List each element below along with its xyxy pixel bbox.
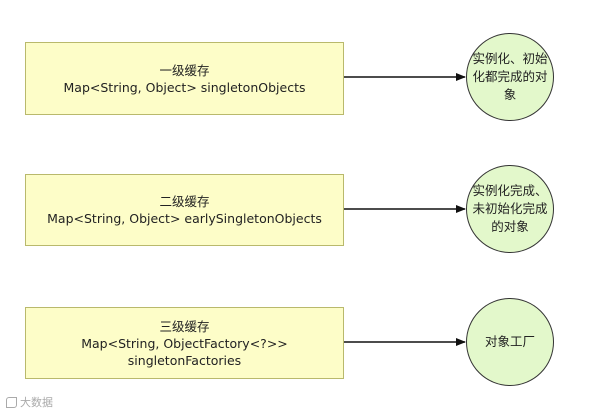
result-level1-circle: 实例化、初始 化都完成的对 象 [466, 33, 554, 121]
cache-level3-title: 三级缓存 [159, 318, 210, 334]
result-level1-line1: 实例化、初始 [472, 51, 548, 66]
cache-level1-title: 一级缓存 [159, 62, 210, 78]
result-level1-line2: 化都完成的对 [472, 69, 548, 84]
cache-level2-type: Map<String, Object> earlySingletonObject… [47, 211, 322, 226]
watermark-logo-icon [6, 396, 17, 408]
cache-level2-box: 二级缓存 Map<String, Object> earlySingletonO… [25, 174, 344, 246]
result-level3-line1: 对象工厂 [484, 334, 535, 349]
cache-level2-title: 二级缓存 [159, 194, 210, 209]
cache-level3-name: singletonFactories [127, 352, 242, 368]
watermark-text: 大数据 [20, 396, 53, 409]
cache-level1-type: Map<String, Object> singletonObjects [63, 79, 306, 95]
result-level2-line3: 的对象 [491, 219, 529, 234]
result-level1-line3: 象 [503, 87, 517, 102]
result-level2-line2: 未初始化完成 [472, 201, 548, 216]
watermark: 大数据 [6, 394, 53, 410]
result-level2-circle: 实例化完成、 未初始化完成 的对象 [466, 165, 554, 253]
cache-level3-box: 三级缓存 Map<String, ObjectFactory<?>> singl… [25, 307, 344, 379]
result-level2-line1: 实例化完成、 [472, 183, 548, 198]
result-level3-circle: 对象工厂 [466, 298, 554, 386]
cache-level1-box: 一级缓存 Map<String, Object> singletonObject… [25, 42, 344, 115]
cache-level3-type: Map<String, ObjectFactory<?>> [81, 335, 288, 351]
